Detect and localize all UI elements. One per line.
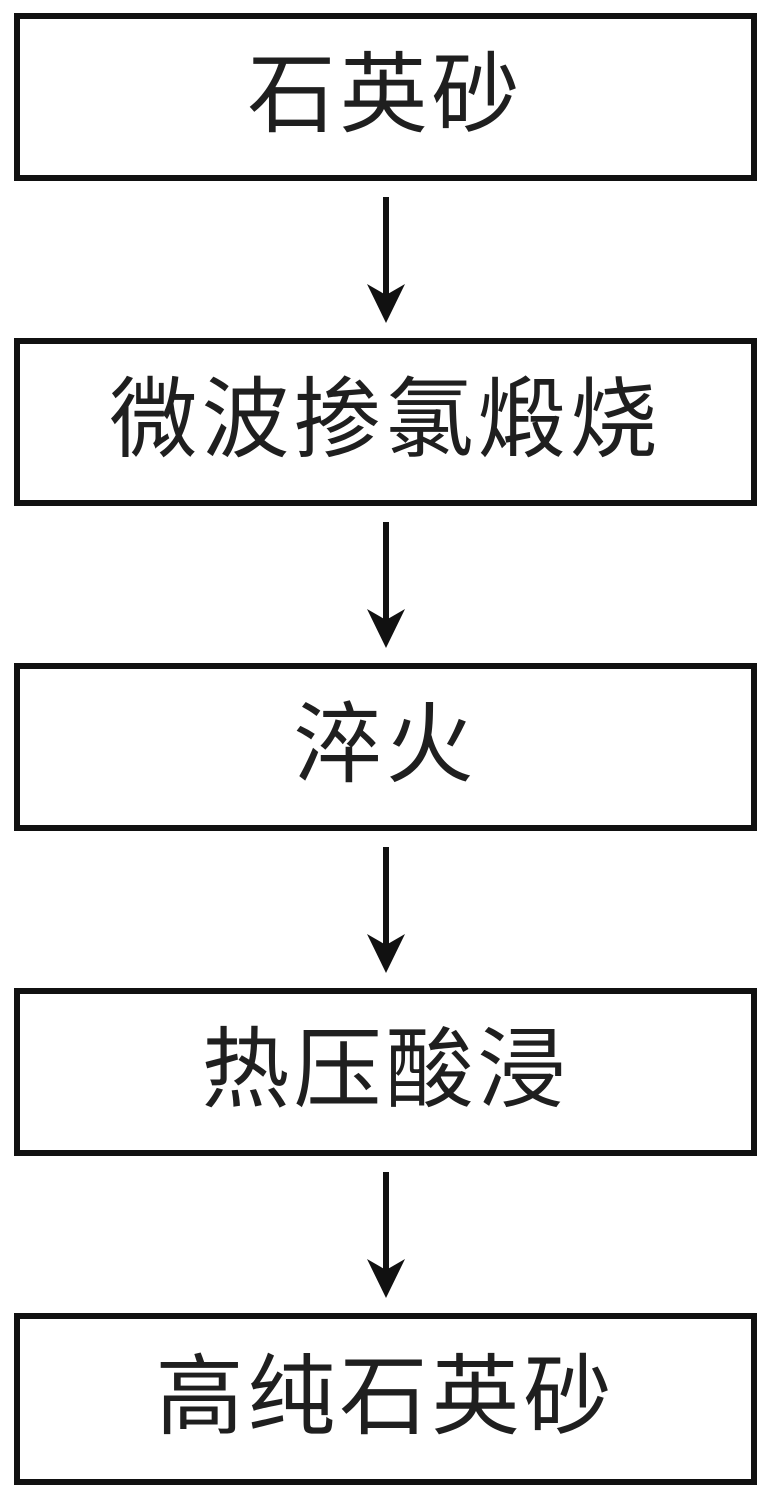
flow-node-label: 淬火	[293, 693, 478, 796]
flow-node-hot-press-acid-leaching: 热压酸浸	[14, 988, 757, 1156]
flow-node-label: 高纯石英砂	[155, 1345, 616, 1448]
flow-node-quartz-sand: 石英砂	[14, 13, 757, 181]
down-arrow-icon	[14, 831, 757, 988]
flow-node-label: 热压酸浸	[201, 1018, 570, 1121]
down-arrow-icon	[14, 181, 757, 338]
flow-node-high-purity-quartz-sand: 高纯石英砂	[14, 1313, 757, 1485]
flow-node-label: 微波掺氯煅烧	[109, 368, 662, 471]
flow-node-microwave-chlorination-calcination: 微波掺氯煅烧	[14, 338, 757, 506]
down-arrow-icon	[14, 1156, 757, 1313]
down-arrow-icon	[14, 506, 757, 663]
flow-node-quenching: 淬火	[14, 663, 757, 831]
flowchart: 石英砂 微波掺氯煅烧 淬火 热压酸浸	[14, 13, 757, 1485]
flow-node-label: 石英砂	[247, 43, 524, 146]
